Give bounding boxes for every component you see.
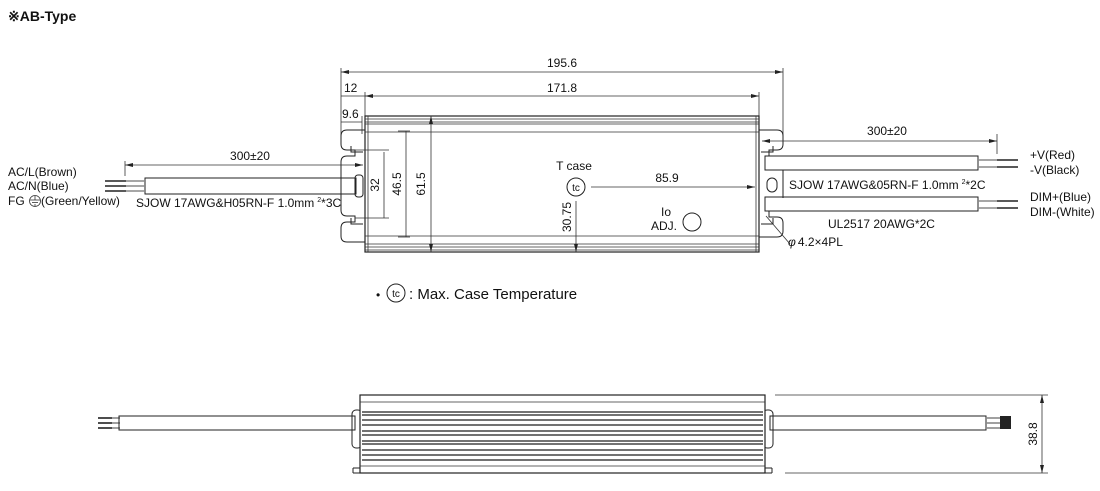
right-cable-length: 300±20 xyxy=(867,124,907,138)
tc-legend: • tc : Max. Case Temperature xyxy=(376,283,577,303)
right-flange xyxy=(759,129,784,238)
case-side xyxy=(359,394,766,474)
dim-tc-y: 30.75 xyxy=(560,202,574,232)
legend-symbol: tc xyxy=(392,289,400,300)
dim-width-61-5: 61.5 xyxy=(414,172,428,196)
dim-overall-length: 195.6 xyxy=(547,56,577,70)
dim-height: 38.8 xyxy=(1026,422,1040,446)
vminus-label: -V(Black) xyxy=(1030,163,1079,177)
tcase-label: T case xyxy=(556,159,592,173)
dim-mount-32: 32 xyxy=(368,178,382,192)
dim-width-46-5: 46.5 xyxy=(390,172,404,196)
ground-icon xyxy=(29,195,41,207)
dimminus-label: DIM-(White) xyxy=(1030,205,1095,219)
fg-color-label: (Green/Yellow) xyxy=(41,194,120,208)
dim-flange-9-6: 9.6 xyxy=(342,107,359,121)
drawing-title: ※AB-Type xyxy=(8,8,76,24)
tc-symbol-icon xyxy=(566,177,586,197)
io-adj-label-2: ADJ. xyxy=(651,219,677,233)
side-view: 38.8 xyxy=(98,394,1048,474)
dim-body-length: 171.8 xyxy=(547,81,577,95)
top-view: 195.6 171.8 12 9.6 xyxy=(8,56,1095,253)
dim-flange-12: 12 xyxy=(344,81,358,95)
dim-body: 171.8 12 9.6 xyxy=(341,81,760,134)
legend-text: : Max. Case Temperature xyxy=(409,286,577,303)
dim-overall: 195.6 xyxy=(340,56,784,140)
tc-legend-icon xyxy=(386,283,406,303)
legend-bullet: • xyxy=(376,288,380,302)
mount-slot xyxy=(766,177,778,193)
io-adj-potentiometer xyxy=(682,212,702,232)
ac-n-label: AC/N(Blue) xyxy=(8,179,69,193)
dim-cable-spec: UL2517 20AWG*2C xyxy=(828,217,935,231)
left-cable-length: 300±20 xyxy=(230,149,270,163)
left-flange xyxy=(340,129,365,243)
output-cables: 300±20 +V(Red) -V(Black) DIM+(Blue) DIM-… xyxy=(762,124,1095,249)
dimplus-label: DIM+(Blue) xyxy=(1030,190,1091,204)
ac-l-label: AC/L(Brown) xyxy=(8,165,77,179)
fg-label: FG xyxy=(8,194,25,208)
ac-input-cable: 300±20 AC/L(Brown) AC/N(Blue) FG (Green/… xyxy=(8,149,364,210)
vplus-label: +V(Red) xyxy=(1030,148,1075,162)
dim-tc-x: 85.9 xyxy=(655,171,679,185)
io-adj-label-1: Io xyxy=(661,205,671,219)
tc-symbol-text: tc xyxy=(572,183,580,194)
